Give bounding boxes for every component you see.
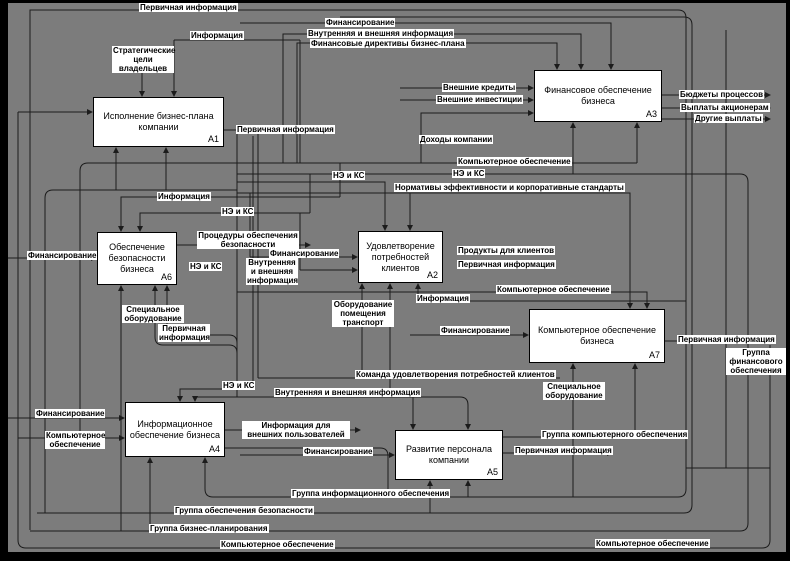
- flow-label: Процедуры обеспечения безопасности: [197, 231, 299, 249]
- flow-label: Первичная информация: [158, 324, 211, 342]
- flow-label: Компьютерное обеспечение: [595, 539, 710, 548]
- activity-code: А2: [426, 270, 438, 280]
- flow-label: Бюджеты процессов: [679, 90, 765, 99]
- flow-label: Оборудование помещения транспорт: [332, 300, 394, 327]
- flow-label: Выплаты акционерам: [680, 103, 770, 112]
- activity-box-a2: Удовлетворение потребностей клиентов А2: [358, 231, 443, 283]
- flow-label: Специальное оборудование: [543, 382, 605, 400]
- activity-title: Исполнение бизнес-плана компании: [103, 111, 214, 132]
- activity-box-a5: Развитие персонала компании А5: [395, 430, 503, 480]
- activity-title: Компьютерное обеспечение бизнеса: [538, 325, 656, 346]
- flow-label: Группа компьютерного обеспечения: [541, 430, 689, 439]
- flow-label: Компьютерное обеспечение: [45, 431, 106, 449]
- flow-label: Внутренняя и внешняя информация: [246, 258, 299, 285]
- flow-label: Финансирование: [35, 409, 106, 418]
- activity-box-a4: Информационное обеспечение бизнеса А4: [125, 402, 225, 457]
- flow-label: Финансирование: [303, 447, 374, 456]
- flow-label: Финансирование: [440, 326, 511, 335]
- activity-code: А5: [486, 467, 498, 477]
- flow-label: Первичная информация: [236, 125, 335, 134]
- flow-label: Информация: [416, 294, 470, 303]
- activity-title: Финансовое обеспечение бизнеса: [544, 85, 652, 106]
- flow-label: Информация: [157, 192, 211, 201]
- activity-box-a1: Исполнение бизнес-плана компании А1: [93, 97, 224, 147]
- flow-label: Внутренняя и внешняя информация: [274, 388, 422, 397]
- flow-label: НЭ и КС: [222, 381, 256, 390]
- activity-code: А4: [208, 444, 220, 454]
- flow-label: Специальное оборудование: [122, 305, 184, 323]
- activity-title: Удовлетворение потребностей клиентов: [366, 240, 435, 273]
- flow-label: Финансирование: [325, 18, 396, 27]
- activity-title: Развитие персонала компании: [406, 444, 492, 465]
- activity-title: Обеспечение безопасности бизнеса: [108, 242, 166, 274]
- activity-box-a6: Обеспечение безопасности бизнеса А6: [97, 232, 177, 285]
- activity-code: А1: [207, 134, 219, 144]
- flow-label: Финансирование: [269, 249, 340, 258]
- flow-label: Стратегические цели владельцев: [112, 46, 176, 73]
- flow-label: Первичная информация: [457, 260, 556, 269]
- flow-label: Другие выплаты: [694, 114, 763, 123]
- flow-label: Нормативы эффективности и корпоративные …: [394, 183, 625, 192]
- flow-label: Продукты для клиентов: [457, 246, 556, 255]
- activity-box-a7: Компьютерное обеспечение бизнеса А7: [529, 309, 665, 363]
- flow-label: НЭ и КС: [332, 171, 366, 180]
- flow-label: Финансовые директивы бизнес-плана: [310, 39, 466, 48]
- activity-box-a3: Финансовое обеспечение бизнеса А3: [534, 70, 662, 122]
- activity-code: А6: [160, 272, 172, 282]
- flow-label: Информация для внешних пользователей: [242, 421, 350, 439]
- flow-label: Внутренняя и внешняя информация: [307, 29, 455, 38]
- flow-label: Финансирование: [27, 251, 98, 260]
- flow-label: Первичная информация: [514, 446, 613, 455]
- flow-label: Команда удовлетворения потребностей клие…: [355, 370, 556, 379]
- flow-label: НЭ и КС: [189, 262, 223, 271]
- activity-code: А3: [645, 109, 657, 119]
- flow-label: Информация: [190, 31, 244, 40]
- flow-label: Доходы компании: [419, 135, 494, 144]
- flow-label: НЭ и КС: [452, 169, 486, 178]
- flow-label: Компьютерное обеспечение: [496, 285, 611, 294]
- flow-label: Компьютерное обеспечение: [220, 540, 335, 549]
- flow-label: Группа обеспечения безопасности: [174, 506, 314, 515]
- flow-label: Первичная информация: [677, 335, 776, 344]
- flow-label: Группа информационного обеспечения: [291, 489, 451, 498]
- activity-code: А7: [648, 350, 660, 360]
- flow-label: Внешние кредиты: [442, 83, 517, 92]
- flow-label: Группа бизнес-планирования: [149, 524, 269, 533]
- flow-label: Внешние инвестиции: [436, 95, 524, 104]
- flow-label: Первичная информация: [139, 3, 238, 12]
- activity-title: Информационное обеспечение бизнеса: [129, 418, 221, 440]
- flow-label: Компьютерное обеспечение: [457, 157, 572, 166]
- flow-label: НЭ и КС: [221, 207, 255, 216]
- flow-label: Группа финансового обеспечения: [726, 348, 786, 375]
